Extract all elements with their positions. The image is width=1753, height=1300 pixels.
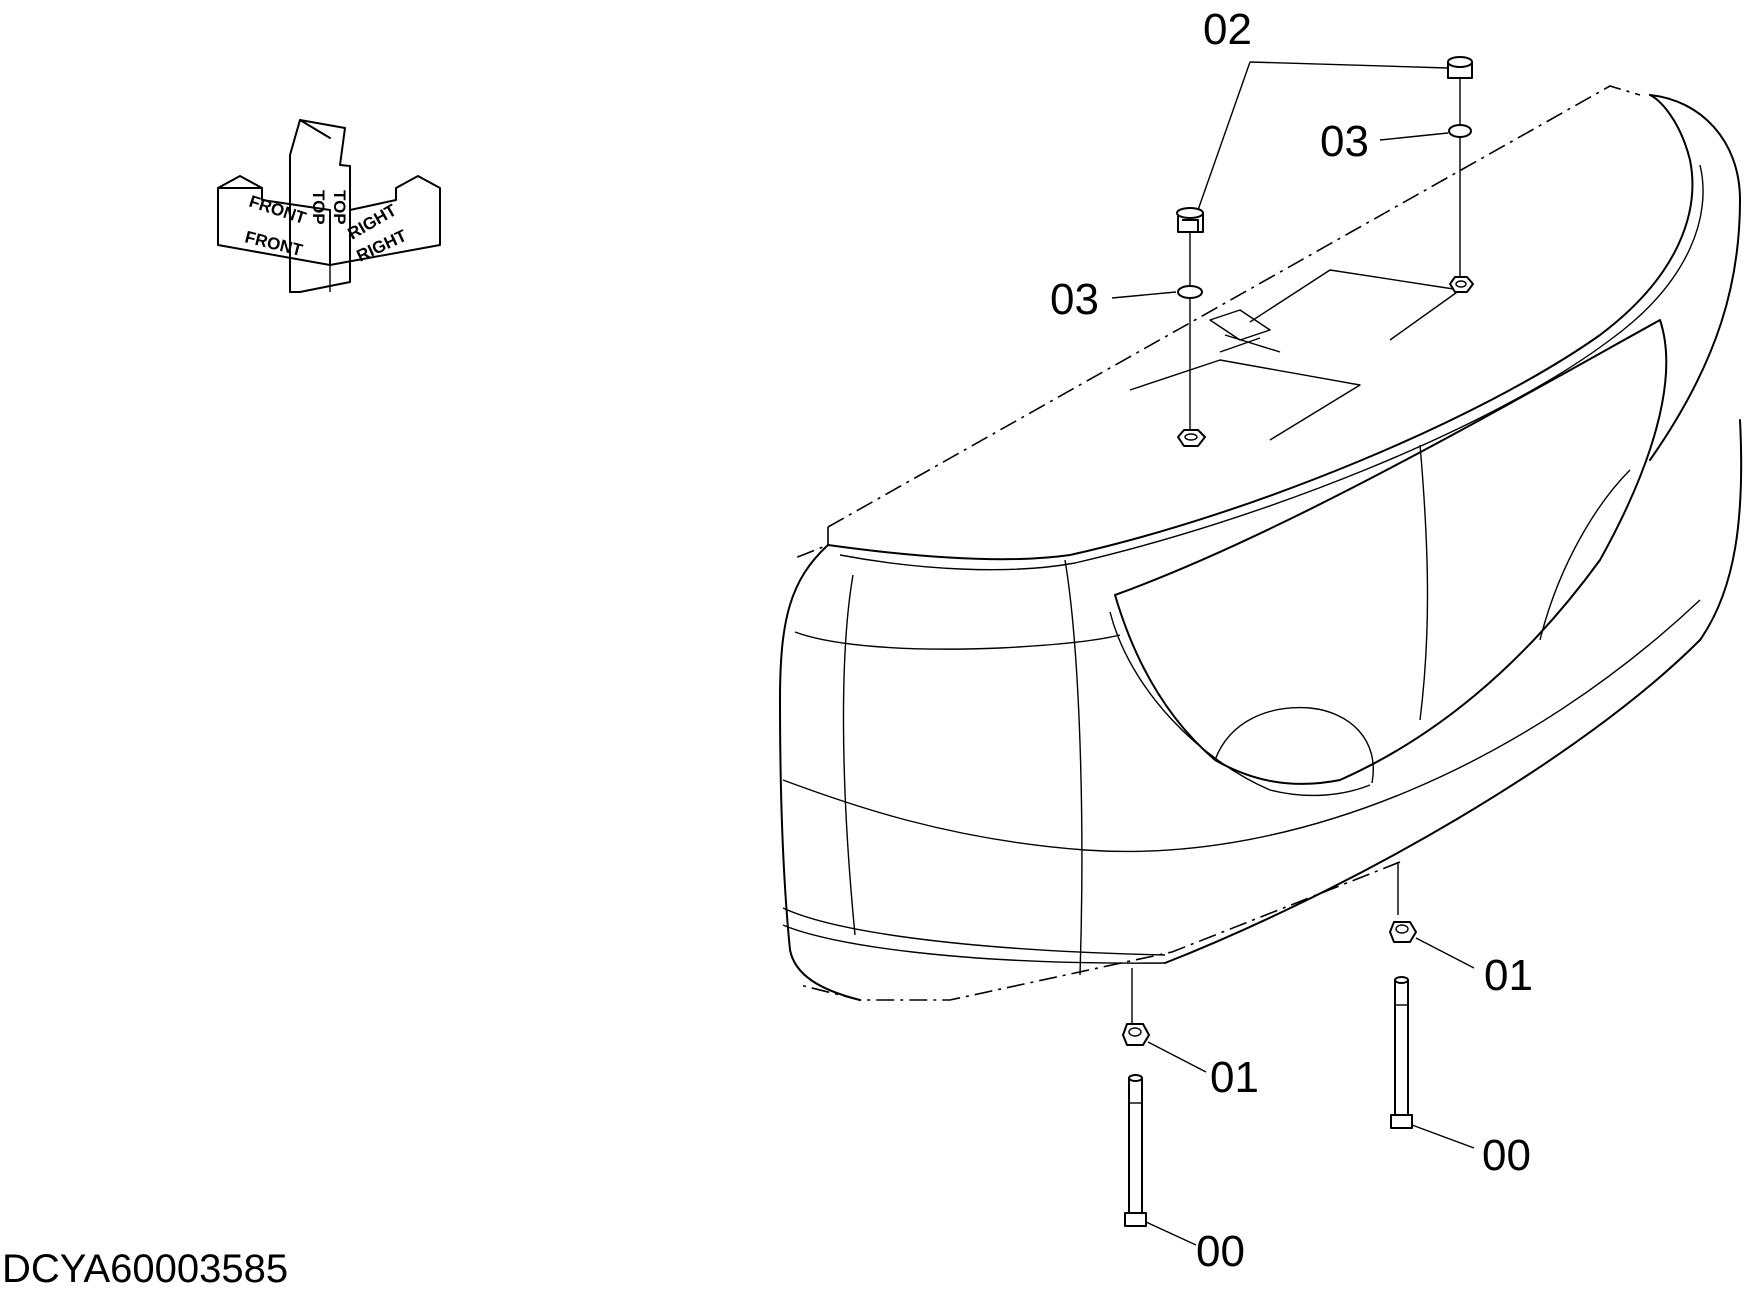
- assembly-centerlines: [1131, 60, 1461, 1030]
- orientation-indicator: FRONT FRONT TOP TOP RIGHT RIGHT: [217, 119, 441, 293]
- callout-nut-right: 01: [1484, 951, 1533, 1000]
- bolt-left: [1124, 1074, 1147, 1227]
- callout-nut-left: 01: [1210, 1053, 1259, 1102]
- callout-washer-left: 03: [1050, 275, 1099, 324]
- callout-bolt-left: 00: [1196, 1227, 1245, 1276]
- plug-right: [1447, 56, 1473, 79]
- callout-plug: 02: [1203, 5, 1252, 54]
- nut-left: [1122, 1023, 1150, 1046]
- leader-lines: [1111, 61, 1475, 1246]
- washer-left: [1177, 285, 1203, 299]
- plug-left: [1176, 207, 1204, 233]
- mounting-nut-top-right: [1449, 276, 1474, 293]
- bolt-right: [1390, 976, 1413, 1129]
- drawing-id: DCYA60003585: [2, 1247, 288, 1291]
- callout-washer-upper: 03: [1320, 117, 1369, 166]
- orientation-front-upper-label: FRONT: [247, 192, 309, 228]
- callout-bolt-right: 00: [1482, 1131, 1531, 1180]
- orientation-top-front-label: TOP: [309, 190, 328, 225]
- orientation-top-back-label: TOP: [330, 190, 349, 225]
- counterweight-body: [779, 85, 1743, 1001]
- mounting-nut-top-left: [1177, 429, 1206, 447]
- nut-right: [1389, 921, 1417, 943]
- washer-right: [1448, 124, 1472, 138]
